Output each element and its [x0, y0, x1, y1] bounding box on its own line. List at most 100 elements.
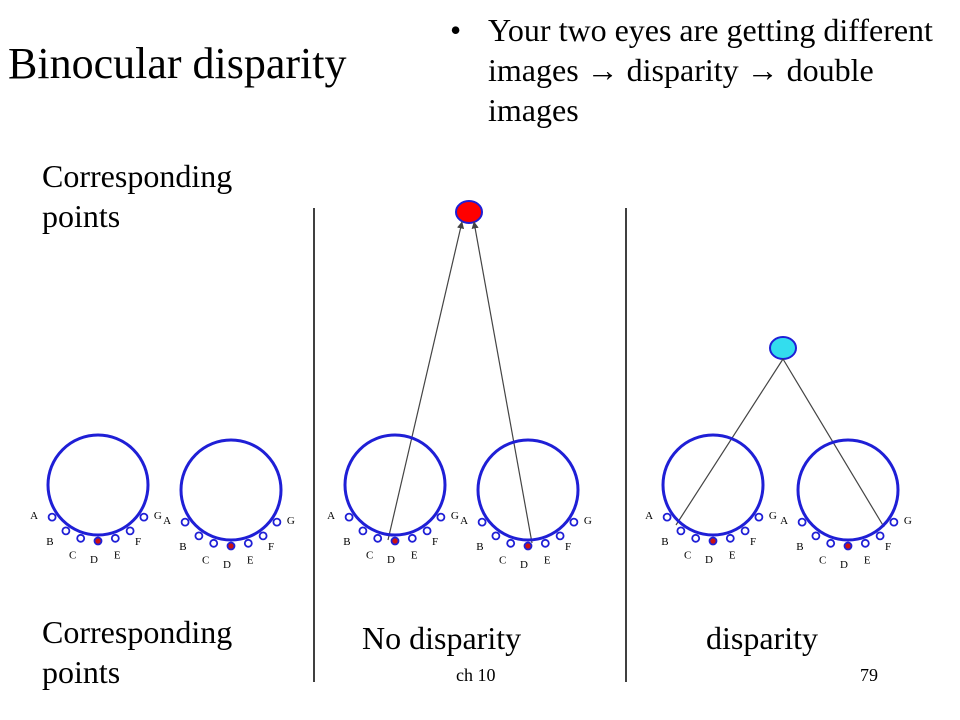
receptor-label-b: B	[46, 536, 53, 548]
receptor-point-a	[477, 517, 487, 527]
bullet-item: • Your two eyes are getting different im…	[450, 10, 950, 130]
receptor-label-a: A	[645, 510, 653, 522]
receptor-label-d: D	[90, 554, 98, 566]
receptor-point-d	[843, 541, 853, 551]
receptor-point-g	[139, 512, 149, 522]
sight-line-left-eye-disparate	[675, 358, 784, 526]
receptor-label-b: B	[476, 541, 483, 553]
receptor-point-f	[125, 526, 135, 536]
receptor-point-c	[76, 533, 86, 543]
receptor-label-e: E	[247, 554, 254, 566]
receptor-point-c	[691, 533, 701, 543]
receptor-point-g	[569, 517, 579, 527]
corresponding-points-label-bottom: Corresponding points	[42, 614, 233, 690]
receptor-point-d	[390, 536, 400, 546]
receptor-point-f	[258, 531, 268, 541]
receptor-label-a: A	[163, 515, 171, 527]
receptor-point-e	[860, 538, 870, 548]
chapter-label: ch 10	[456, 665, 496, 685]
disparate-object	[769, 336, 797, 360]
receptor-point-b	[194, 531, 204, 541]
receptor-label-f: F	[432, 536, 438, 548]
receptor-point-b	[676, 526, 686, 536]
fixated-object	[455, 200, 483, 224]
receptor-point-a	[180, 517, 190, 527]
receptor-label-b: B	[661, 536, 668, 548]
receptor-point-f	[555, 531, 565, 541]
receptor-point-e	[407, 533, 417, 543]
receptor-point-g	[272, 517, 282, 527]
receptor-point-f	[875, 531, 885, 541]
receptor-point-e	[243, 538, 253, 548]
disparity-label: disparity	[706, 620, 818, 656]
page-number: 79	[860, 665, 878, 685]
receptor-label-a: A	[460, 515, 468, 527]
receptor-point-a	[344, 512, 354, 522]
bullet-text: Your two eyes are getting different imag…	[488, 12, 933, 128]
receptor-label-d: D	[840, 559, 848, 571]
receptor-point-b	[358, 526, 368, 536]
receptor-point-a	[47, 512, 57, 522]
eyeball-outline	[476, 438, 580, 542]
receptor-label-a: A	[327, 510, 335, 522]
receptor-label-f: F	[135, 536, 141, 548]
slide-title: Binocular disparity	[8, 39, 347, 88]
receptor-label-c: C	[202, 554, 209, 566]
eyeball-outline	[796, 438, 900, 542]
receptor-point-g	[889, 517, 899, 527]
receptor-label-c: C	[684, 549, 691, 561]
receptor-point-c	[209, 538, 219, 548]
receptor-point-d	[708, 536, 718, 546]
receptor-point-c	[826, 538, 836, 548]
receptor-label-f: F	[565, 541, 571, 553]
receptor-point-e	[540, 538, 550, 548]
receptor-point-e	[110, 533, 120, 543]
receptor-point-g	[754, 512, 764, 522]
receptor-label-e: E	[114, 549, 121, 561]
receptor-point-d	[93, 536, 103, 546]
receptor-point-f	[422, 526, 432, 536]
receptor-point-a	[662, 512, 672, 522]
receptor-point-e	[725, 533, 735, 543]
receptor-label-e: E	[411, 549, 418, 561]
eyeball-outline	[343, 433, 447, 537]
receptor-label-e: E	[864, 554, 871, 566]
eyeball-outline	[179, 438, 283, 542]
receptor-label-c: C	[819, 554, 826, 566]
receptor-point-c	[373, 533, 383, 543]
corresponding-points-label-top: Corresponding points	[42, 158, 233, 234]
receptor-label-e: E	[544, 554, 551, 566]
receptor-point-d	[226, 541, 236, 551]
right-eye-panel1: A B C D E F G	[163, 438, 295, 571]
receptor-point-c	[506, 538, 516, 548]
receptor-label-g: G	[451, 510, 459, 522]
receptor-label-f: F	[268, 541, 274, 553]
sight-line-left-eye	[387, 221, 465, 541]
receptor-label-g: G	[904, 515, 912, 527]
receptor-label-d: D	[520, 559, 528, 571]
receptor-label-d: D	[223, 559, 231, 571]
receptor-label-g: G	[584, 515, 592, 527]
receptor-label-a: A	[30, 510, 38, 522]
receptor-point-f	[740, 526, 750, 536]
receptor-label-b: B	[179, 541, 186, 553]
receptor-point-b	[61, 526, 71, 536]
receptor-point-b	[491, 531, 501, 541]
receptor-point-g	[436, 512, 446, 522]
receptor-label-g: G	[287, 515, 295, 527]
receptor-point-d	[523, 541, 533, 551]
receptor-label-e: E	[729, 549, 736, 561]
receptor-label-c: C	[69, 549, 76, 561]
receptor-label-f: F	[885, 541, 891, 553]
right-eye-panel2: A B C D E F G	[460, 438, 592, 571]
receptor-point-b	[811, 531, 821, 541]
receptor-label-c: C	[499, 554, 506, 566]
sight-line-right-eye	[471, 221, 533, 544]
receptor-label-b: B	[796, 541, 803, 553]
